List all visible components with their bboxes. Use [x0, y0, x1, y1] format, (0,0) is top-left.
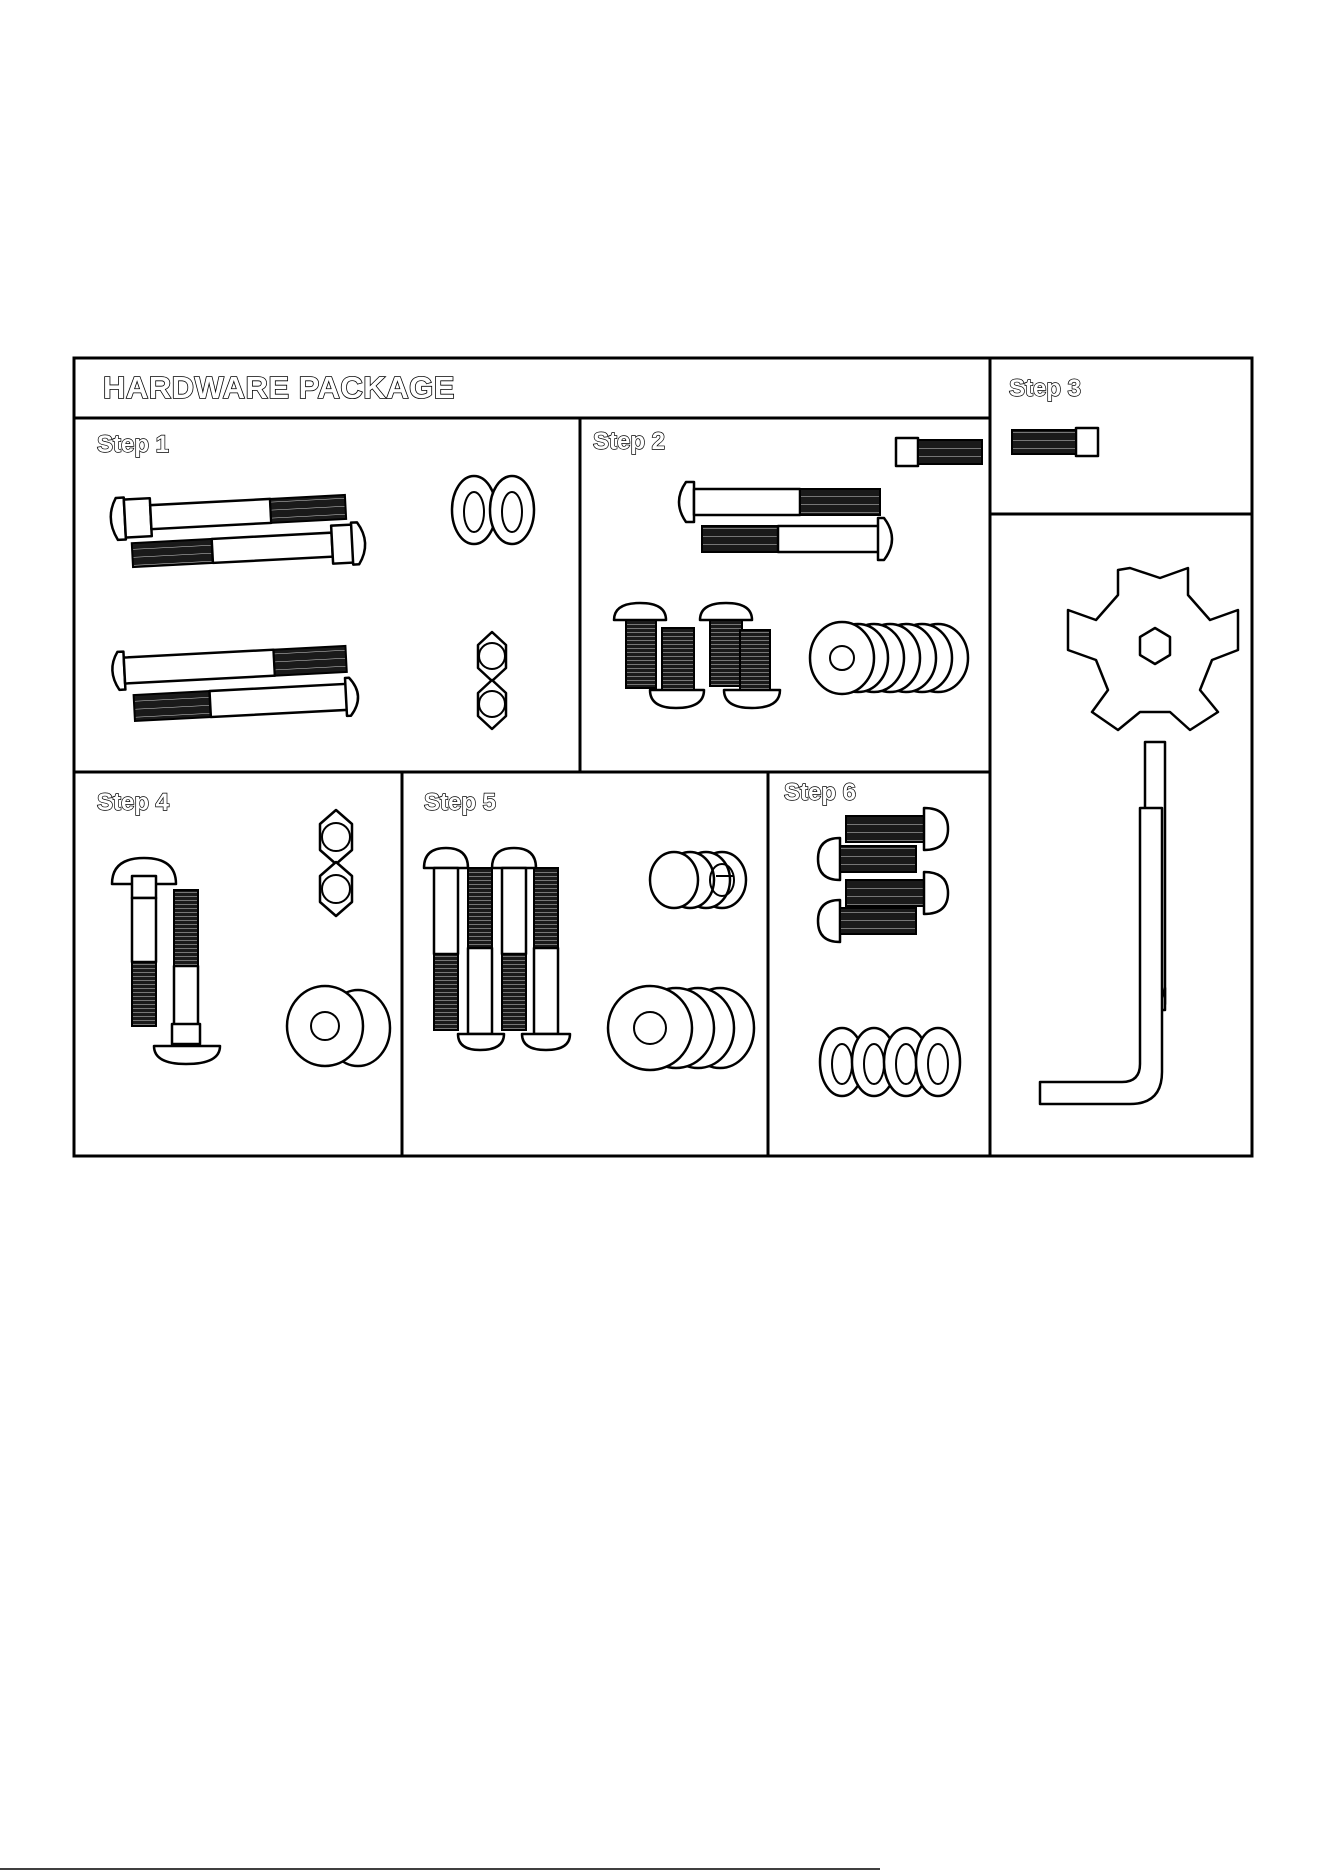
step-4-carriage-bolts-icon	[112, 858, 220, 1064]
step-5-flat-washers-icon	[608, 986, 754, 1070]
step-5-lock-washers-icon	[650, 852, 746, 908]
step-6-pan-screws-icon	[818, 808, 948, 942]
step-1-spring-washers-icon	[452, 476, 534, 544]
step-3-label: Step 3	[1009, 375, 1081, 402]
step-6-label: Step 6	[784, 779, 856, 806]
step-5-label: Step 5	[424, 789, 496, 816]
step-2-bolts-icon	[679, 482, 892, 560]
step-1-hex-nuts-icon	[478, 632, 506, 729]
step-1-long-round-bolts-icon	[111, 640, 359, 727]
step-4-flat-washers-icon	[287, 986, 390, 1066]
step-2-flat-washers-icon	[810, 622, 968, 694]
step-5-bolts-icon	[424, 848, 570, 1050]
step-1-label: Step 1	[97, 431, 169, 458]
step-3-cap-screws-icon	[896, 428, 1098, 466]
step-2-label: Step 2	[593, 428, 665, 455]
step-4-hex-nuts-icon	[320, 810, 352, 916]
step-4-label: Step 4	[97, 789, 170, 816]
allen-key-icon	[1040, 808, 1162, 1104]
page-title: HARDWARE PACKAGE	[103, 370, 455, 405]
step-6-spring-washers-icon	[820, 1028, 960, 1096]
step-2-pan-screws-icon	[614, 603, 780, 708]
step-1-long-hex-bolts-icon	[110, 486, 366, 576]
